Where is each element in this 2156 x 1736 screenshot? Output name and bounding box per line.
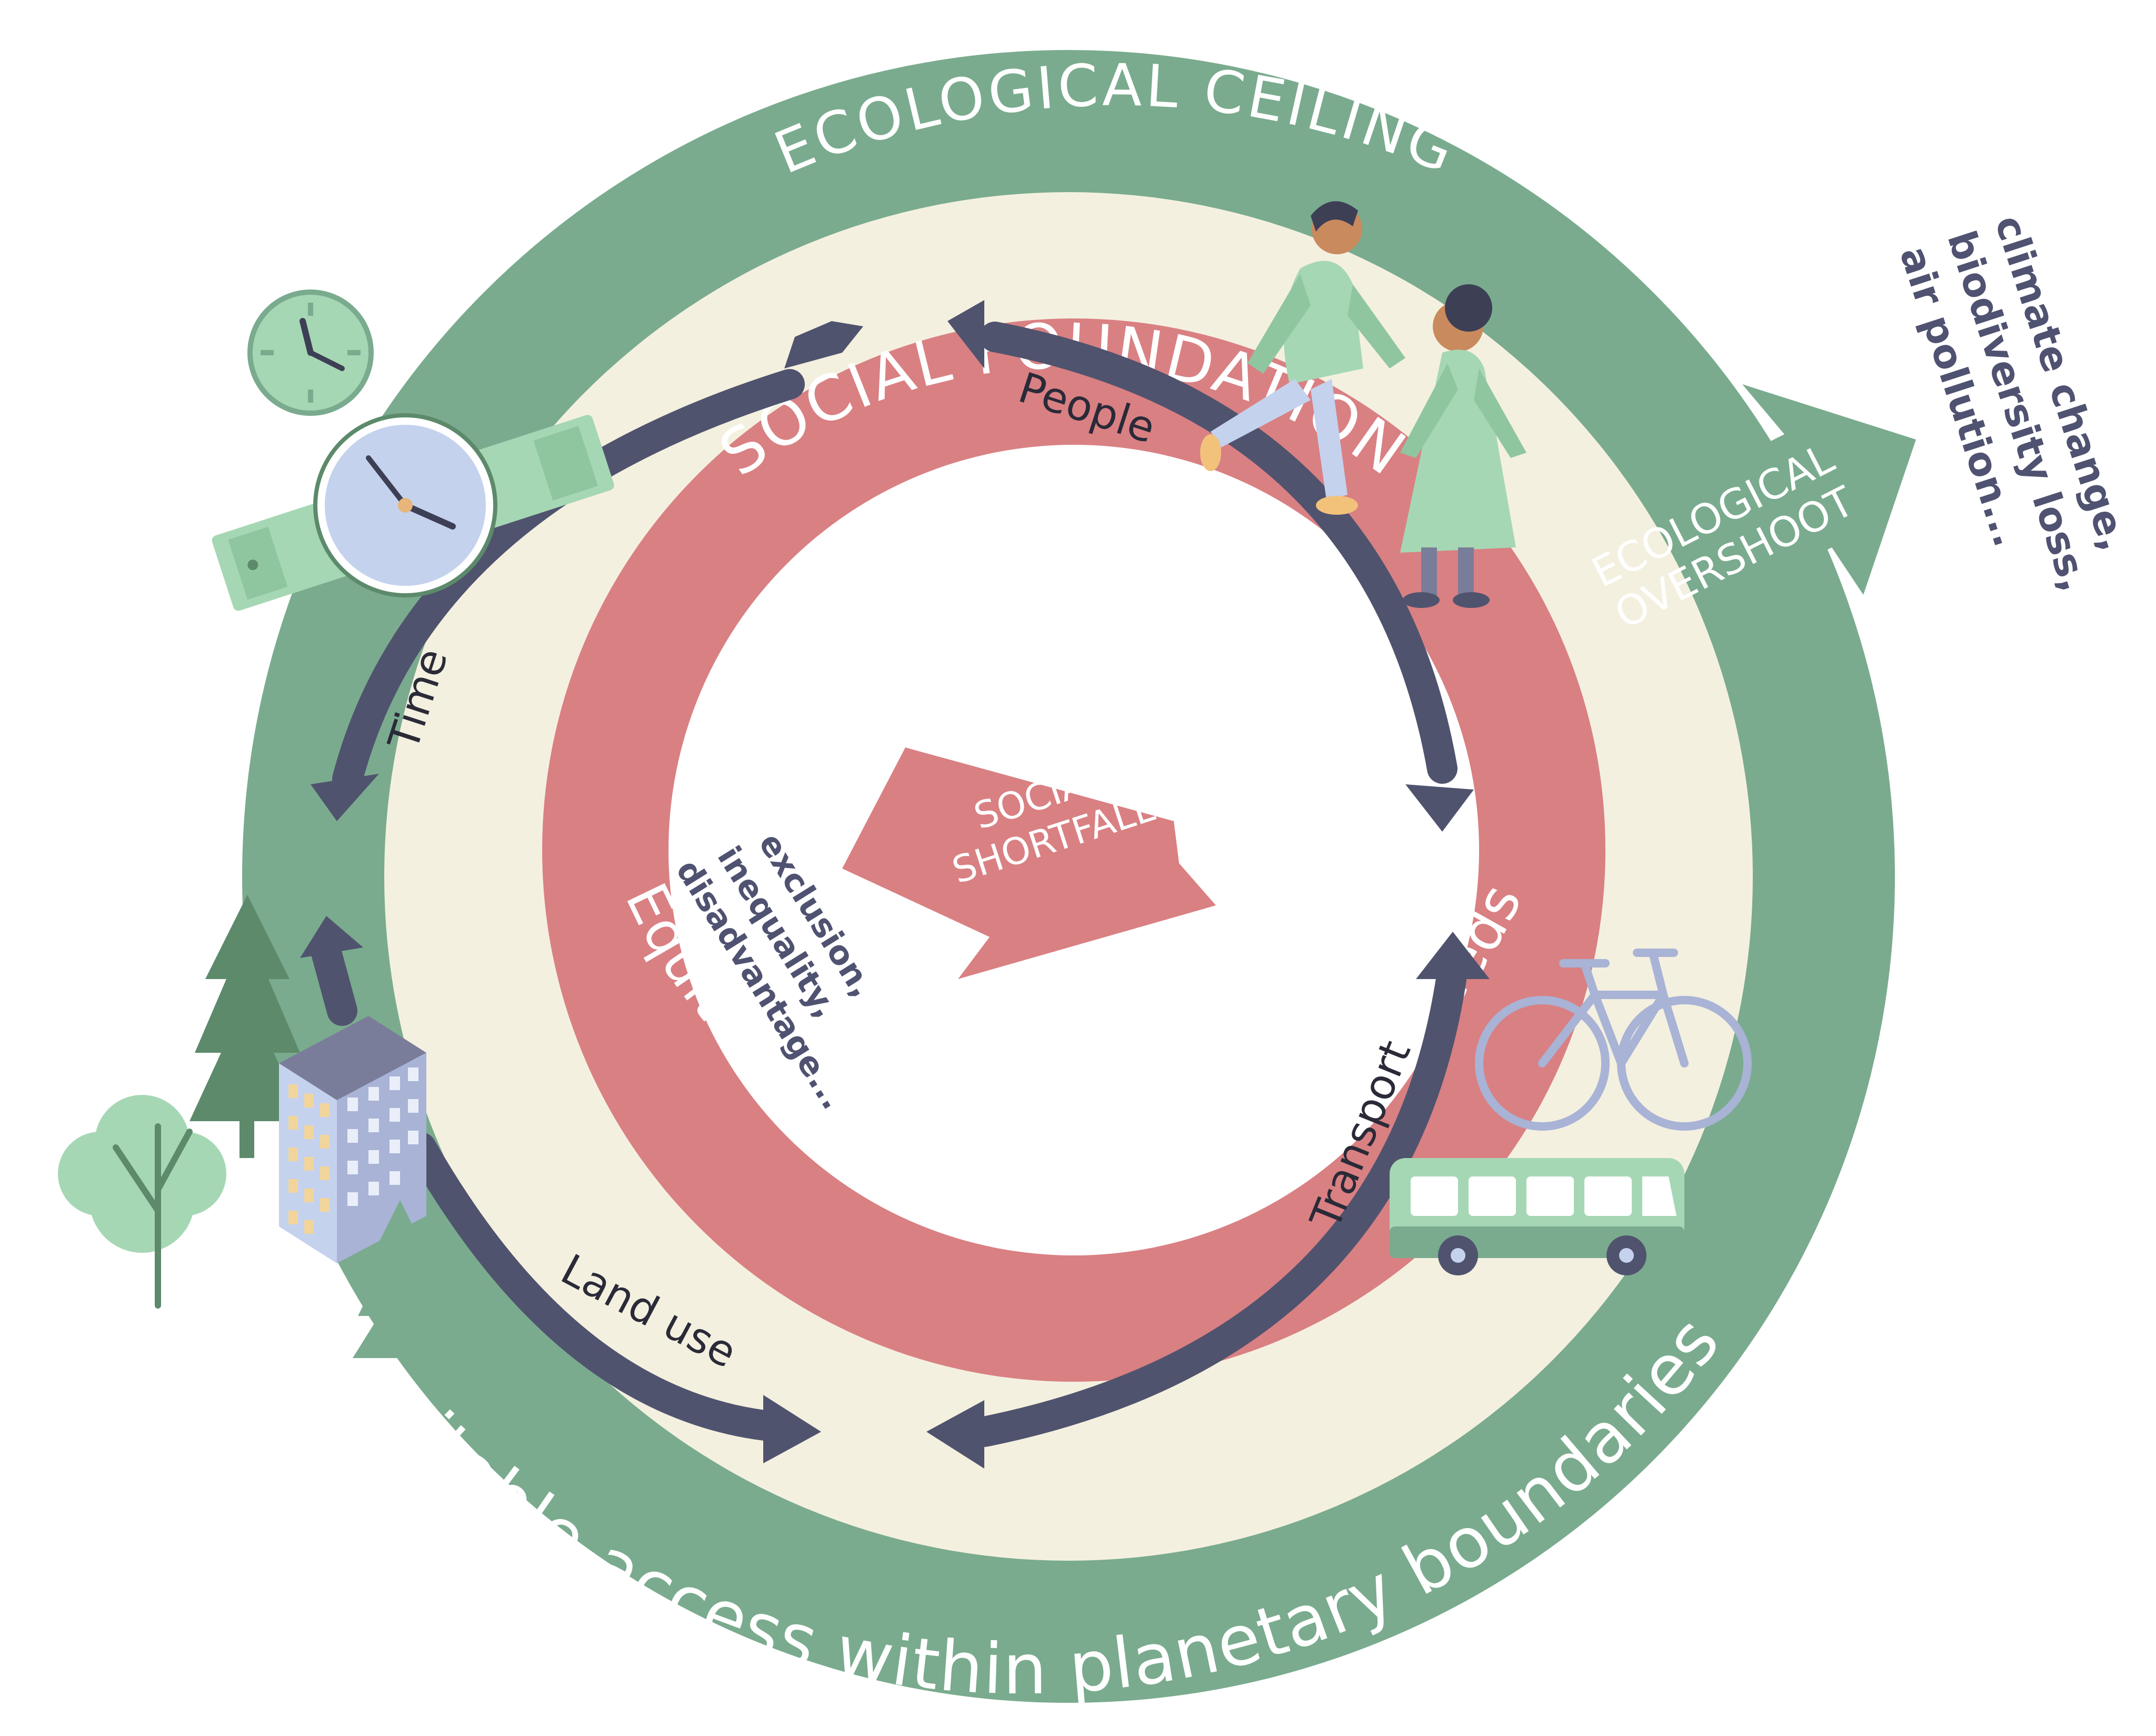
transport-arrowhead-top: [1416, 932, 1490, 979]
wristwatch-icon: [212, 413, 614, 611]
small-conifer-icon: [353, 1200, 447, 1358]
time-cycle-arrow: [332, 369, 805, 794]
people-arrowhead-bottom: [1405, 784, 1474, 832]
landuse-arrowhead: [763, 1395, 821, 1463]
people-cycle-arrow: [980, 322, 1458, 784]
time-arrowhead-top: [784, 321, 863, 368]
bicycle-icon: [1475, 949, 1752, 1131]
transport-cycle-arrow: [969, 953, 1468, 1447]
building-arrowhead: [300, 916, 363, 958]
conifer-tree-icon: [189, 895, 305, 1158]
bus-icon: [1390, 1158, 1703, 1275]
time-arrowhead-bottom: [311, 774, 379, 821]
building-up-arrow: [311, 937, 357, 1026]
social-shortfall-arrow: [842, 747, 1216, 979]
people-arrowhead-left: [947, 300, 984, 368]
wall-clock-icon: [247, 290, 374, 416]
people-walking-icon: [1200, 201, 1526, 608]
transport-arrowhead-bottom: [926, 1400, 984, 1469]
deciduous-tree-icon: [58, 1095, 226, 1309]
apartment-building-icon: [279, 1016, 426, 1263]
landuse-cycle-arrow: [406, 1132, 789, 1442]
